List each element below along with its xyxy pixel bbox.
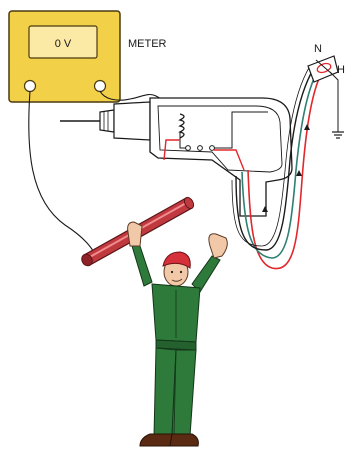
- plug-icon: [308, 56, 338, 82]
- left-boot: [140, 434, 172, 446]
- drill-nose: [114, 102, 150, 140]
- meter-terminal-right: [95, 81, 106, 92]
- drill-chuck: [100, 110, 114, 132]
- drill-icon: [60, 98, 292, 216]
- ground-symbol-icon: [330, 72, 344, 138]
- meter-label: METER: [128, 38, 167, 50]
- drill-housing: [150, 98, 292, 216]
- terminal-hot-label: H: [337, 64, 345, 76]
- terminal-neutral-label: N: [314, 43, 322, 55]
- multimeter-icon: [9, 11, 120, 102]
- right-boot: [170, 434, 198, 446]
- meter-lead-to-pipe: [29, 91, 96, 256]
- meter-reading: 0 V: [55, 38, 72, 50]
- person-icon: [128, 222, 228, 446]
- meter-terminal-left: [25, 81, 36, 92]
